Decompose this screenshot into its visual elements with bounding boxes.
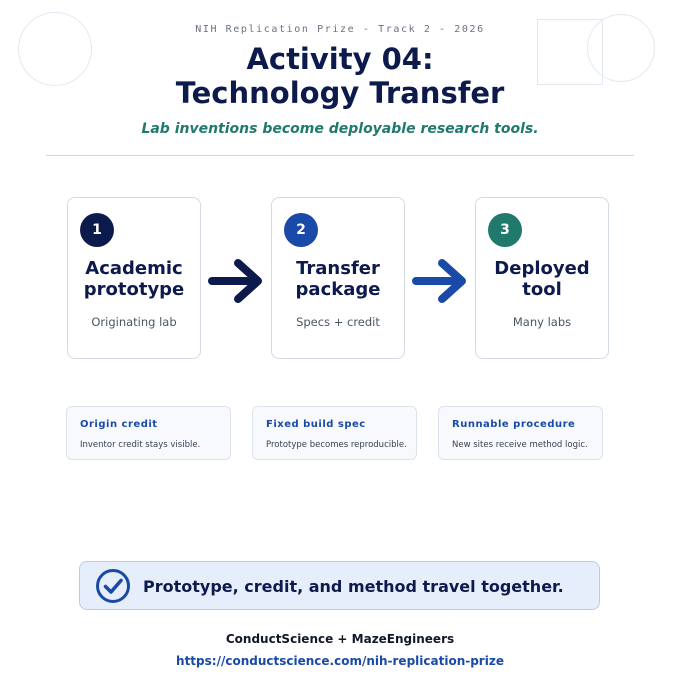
step-number-badge: 2 [284,213,318,247]
info-card-title: Runnable procedure [452,419,576,430]
step-title: Transfer package [272,258,404,300]
divider [46,155,634,156]
step-card-transfer-package: 2 Transfer package Specs + credit [271,197,405,359]
page-title: Activity 04: Technology Transfer [0,42,680,110]
step-title-line-2: prototype [83,279,185,300]
decorative-circle-left [18,12,92,86]
info-card-fixed-build-spec: Fixed build spec Prototype becomes repro… [252,406,417,460]
summary-banner: Prototype, credit, and method travel tog… [79,561,600,610]
page-subtitle: Lab inventions become deployable researc… [141,121,539,137]
info-card-title: Fixed build spec [266,419,366,430]
banner-text: Prototype, credit, and method travel tog… [143,577,564,596]
eyebrow-text: NIH Replication Prize - Track 2 - 2026 [195,24,485,35]
arrow-right-icon [412,259,466,303]
step-title: Deployed tool [476,258,608,300]
step-title-line-1: Deployed [494,258,590,279]
step-title-line-1: Transfer [296,258,380,279]
step-card-academic-prototype: 1 Academic prototype Originating lab [67,197,201,359]
step-card-deployed-tool: 3 Deployed tool Many labs [475,197,609,359]
info-card-text: New sites receive method logic. [452,440,588,450]
footer-organization: ConductScience + MazeEngineers [225,632,455,646]
step-title: Academic prototype [68,258,200,300]
step-number-badge: 1 [80,213,114,247]
step-title-line-1: Academic [85,258,183,279]
title-line-1: Activity 04: [246,42,434,76]
decorative-circle-right [587,14,655,82]
info-card-title: Origin credit [80,419,158,430]
title-line-2: Technology Transfer [175,76,505,110]
info-card-text: Prototype becomes reproducible. [266,440,407,450]
step-title-line-2: tool [522,279,562,300]
footer-link[interactable]: https://conductscience.com/nih-replicati… [176,654,504,668]
step-title-line-2: package [295,279,381,300]
info-card-text: Inventor credit stays visible. [80,440,201,450]
check-circle-icon [96,569,130,603]
info-card-origin-credit: Origin credit Inventor credit stays visi… [66,406,231,460]
step-subtitle: Originating lab [91,315,177,329]
info-card-runnable-procedure: Runnable procedure New sites receive met… [438,406,603,460]
step-subtitle: Many labs [512,315,572,329]
step-number-badge: 3 [488,213,522,247]
step-subtitle: Specs + credit [296,315,380,329]
arrow-right-icon [208,259,262,303]
